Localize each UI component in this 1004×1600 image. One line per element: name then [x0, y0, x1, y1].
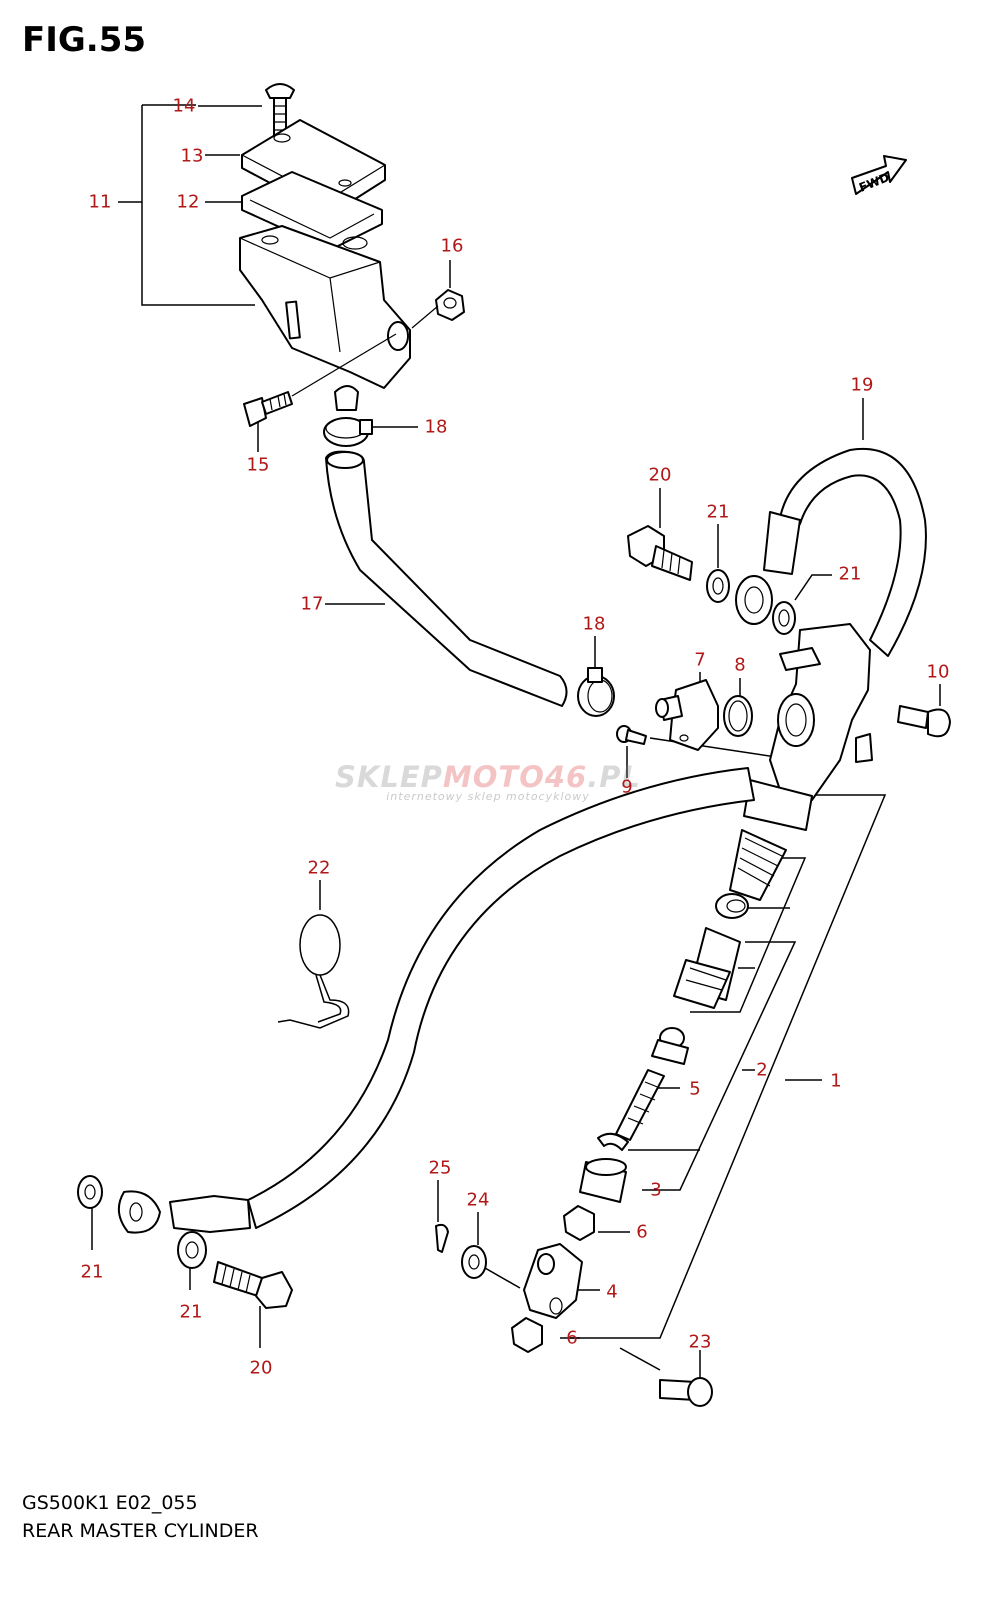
- callout-19: 19: [850, 374, 874, 396]
- callout-18-upper: 18: [424, 416, 448, 438]
- callout-18-lower: 18: [582, 613, 606, 635]
- callout-12: 12: [176, 191, 200, 213]
- callout-5: 5: [689, 1078, 701, 1100]
- reservoir-hose: [325, 450, 568, 707]
- master-cylinder-body: [743, 623, 873, 831]
- push-rod: [615, 1027, 689, 1141]
- model-code: GS500K1 E02_055: [22, 1492, 198, 1514]
- callout-21-upper-b: 21: [838, 563, 862, 585]
- figure-title: FIG.55: [22, 20, 147, 60]
- callout-13: 13: [180, 145, 204, 167]
- circlip-seat: [579, 1132, 629, 1203]
- callout-25: 25: [428, 1157, 452, 1179]
- callout-15: 15: [246, 454, 270, 476]
- reservoir-cap: [241, 119, 386, 216]
- callout-9: 9: [621, 776, 633, 798]
- clevis: [523, 1243, 583, 1319]
- spring-clip: [277, 914, 350, 1029]
- piston-cup: [715, 893, 749, 919]
- callout-10: 10: [926, 661, 950, 683]
- connector-screw: [616, 725, 647, 745]
- fwd-arrow-icon: FWD: [851, 155, 907, 195]
- callout-22: 22: [307, 857, 331, 879]
- callout-2: 2: [756, 1059, 768, 1081]
- mount-bolt-right: [897, 705, 951, 738]
- callout-21-lower-a: 21: [80, 1261, 104, 1283]
- watermark-brand-c: 46: [544, 760, 588, 794]
- watermark-tagline: internetowy sklep motocyklowy: [386, 790, 590, 803]
- lock-nut-lower: [511, 1317, 543, 1353]
- cotter-pin: [435, 1223, 449, 1253]
- reservoir-diaphragm: [241, 171, 383, 251]
- callout-16: 16: [440, 235, 464, 257]
- banjo-bolt-upper: [627, 525, 693, 581]
- watermark-brand-d: .PL: [587, 760, 641, 794]
- clevis-pin: [659, 1377, 713, 1407]
- callout-20-lower: 20: [249, 1357, 273, 1379]
- callout-17: 17: [300, 593, 324, 615]
- callout-20-upper: 20: [648, 464, 672, 486]
- brake-hose: [735, 447, 927, 657]
- callout-1: 1: [830, 1070, 842, 1092]
- washer-lower-a: [77, 1175, 103, 1209]
- long-brake-line: [117, 767, 755, 1234]
- lock-nut-upper: [563, 1205, 595, 1241]
- watermark-brand-a: SKLEP: [335, 760, 443, 794]
- dust-boot: [729, 829, 787, 901]
- figure-caption: REAR MASTER CYLINDER: [22, 1520, 259, 1542]
- reservoir-body: [239, 225, 411, 411]
- washer-24: [461, 1245, 487, 1279]
- hose-clamp-lower: [577, 667, 615, 717]
- reservoir-cap-screw: [265, 83, 295, 139]
- reservoir-mount-bolt: [243, 333, 397, 427]
- banjo-bolt-lower: [213, 1261, 293, 1309]
- washer-lower-b: [177, 1231, 207, 1269]
- hose-clamp-upper: [323, 417, 373, 447]
- callout-21-lower-b: 21: [179, 1301, 203, 1323]
- reservoir-nut: [411, 289, 465, 329]
- piston-assembly: [673, 927, 741, 1009]
- callout-3: 3: [650, 1179, 662, 1201]
- callout-23: 23: [688, 1331, 712, 1353]
- callout-7: 7: [694, 649, 706, 671]
- callout-24: 24: [466, 1189, 490, 1211]
- watermark-brand-b: MOTO: [442, 760, 545, 794]
- callout-4: 4: [606, 1281, 618, 1303]
- callout-14: 14: [172, 95, 196, 117]
- hose-connector: [655, 679, 719, 751]
- callout-21-upper-a: 21: [706, 501, 730, 523]
- callout-8: 8: [734, 654, 746, 676]
- callout-6-lower: 6: [566, 1327, 578, 1349]
- o-ring: [723, 695, 753, 737]
- callout-6-upper: 6: [636, 1221, 648, 1243]
- washer-upper-a: [706, 569, 730, 603]
- watermark-logo: SKLEPMOTO46.PL internetowy sklep motocyk…: [308, 760, 668, 803]
- washer-upper-b: [772, 601, 796, 635]
- callout-11: 11: [88, 191, 112, 213]
